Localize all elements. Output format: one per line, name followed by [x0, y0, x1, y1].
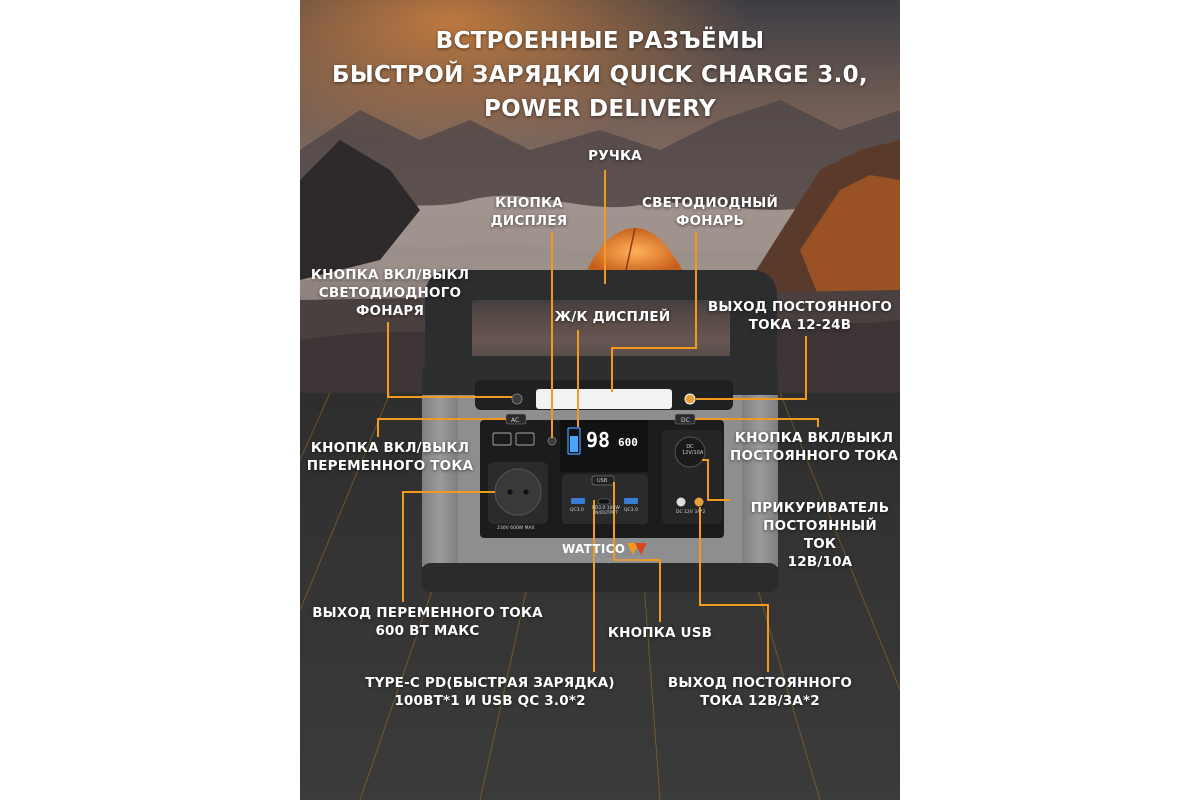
poster: 98 600 AC DC USB DC 12V/10A 230V 600W MA…: [300, 0, 900, 800]
model-name: Camp 600 Lite: [592, 556, 644, 564]
lcd-value-1: 98: [586, 428, 611, 452]
callout-car-socket: [702, 459, 730, 501]
label-type-c: TYPE-C PD(БЫСТРАЯ ЗАРЯДКА) 100ВТ*1 И USB…: [365, 675, 615, 709]
label-display-button: КНОПКА ДИСПЛЕЯ: [490, 195, 568, 229]
usb-center-text: PD3.0 100W IN/OUTPUT: [592, 506, 620, 516]
ac-socket[interactable]: [494, 468, 542, 516]
callout-ac-output: [402, 491, 495, 602]
led-lamp: [536, 389, 672, 409]
label-usb-button: КНОПКА USB: [607, 625, 713, 641]
car-socket[interactable]: [674, 436, 706, 468]
label-led-switch: КНОПКА ВКЛ/ВЫКЛ СВЕТОДИОДНОГО ФОНАРЯ: [310, 267, 470, 319]
usb-badge: USB: [597, 478, 608, 484]
ac-badge: AC: [511, 417, 520, 424]
usb-c-port[interactable]: [597, 498, 611, 505]
display-button[interactable]: [547, 436, 557, 446]
ac-indicator-2: [515, 432, 535, 446]
callout-dc-switch: [695, 418, 819, 427]
ac-indicator-1: [492, 432, 512, 446]
callout-led-lamp: [611, 232, 697, 392]
tent-seam: [624, 227, 636, 276]
dc-port-left[interactable]: [676, 497, 686, 507]
callout-ac-switch: [377, 418, 506, 437]
usb-button[interactable]: [591, 475, 615, 486]
label-ac-switch: КНОПКА ВКЛ/ВЫКЛ ПЕРЕМЕННОГО ТОКА: [306, 440, 474, 474]
callout-dc-output-12-24: [696, 336, 807, 400]
brand-name: WATTICO: [562, 542, 626, 556]
tent: [585, 228, 685, 275]
label-handle: РУЧКА: [588, 148, 642, 164]
poster-artwork: [300, 0, 900, 800]
dc-input-port: [684, 393, 696, 405]
ac-panel-text: 230V 600W MAX: [497, 526, 535, 531]
left-ridge: [300, 140, 420, 280]
device-base: [422, 563, 778, 592]
poster-title: ВСТРОЕННЫЕ РАЗЪЁМЫ БЫСТРОЙ ЗАРЯДКИ QUICK…: [332, 28, 868, 122]
battery-icon: [567, 427, 581, 455]
brand-logo-mark-2: [635, 543, 647, 555]
label-dc-output-12-24: ВЫХОД ПОСТОЯННОГО ТОКА 12-24В: [707, 299, 893, 333]
device-side-left: [422, 395, 458, 567]
callout-dc-output-12-3: [699, 507, 769, 672]
ac-pin-left: [507, 489, 513, 495]
callout-led-switch: [387, 322, 512, 398]
dc-badge: DC: [681, 417, 690, 424]
label-car-socket: ПРИКУРИВАТЕЛЬ ПОСТОЯННЫЙ ТОК 12В/10А: [750, 500, 890, 570]
label-ac-output: ВЫХОД ПЕРЕМЕННОГО ТОКА 600 ВТ МАКС: [312, 605, 543, 639]
label-dc-switch: КНОПКА ВКЛ/ВЫКЛ ПОСТОЯННОГО ТОКА: [730, 430, 898, 464]
battery-level: [570, 436, 578, 452]
callout-lines: [377, 170, 819, 672]
device-side-right: [742, 395, 778, 567]
usb-a-right[interactable]: [624, 498, 638, 504]
lcd-value-2: 600: [618, 436, 638, 449]
right-peak-lit: [800, 175, 900, 300]
callout-usb-button: [613, 482, 661, 622]
label-lcd-display: Ж/К ДИСПЛЕЙ: [554, 309, 671, 325]
label-led-lamp: СВЕТОДИОДНЫЙ ФОНАРЬ: [642, 195, 778, 229]
usb-a-left[interactable]: [571, 498, 585, 504]
car-socket-text: DC 12V/10A: [682, 444, 704, 456]
label-dc-output-12-3: ВЫХОД ПОСТОЯННОГО ТОКА 12В/3А*2: [667, 675, 853, 709]
ac-pin-right: [523, 489, 529, 495]
dc-panel-text: DC 12V 3A*2: [676, 510, 706, 515]
usb-right-text: QC3.0: [624, 508, 638, 513]
led-switch-button[interactable]: [511, 393, 523, 405]
brand-logo-mark: [627, 543, 639, 555]
dc-port-right[interactable]: [694, 497, 704, 507]
usb-left-text: QC3.0: [570, 508, 584, 513]
